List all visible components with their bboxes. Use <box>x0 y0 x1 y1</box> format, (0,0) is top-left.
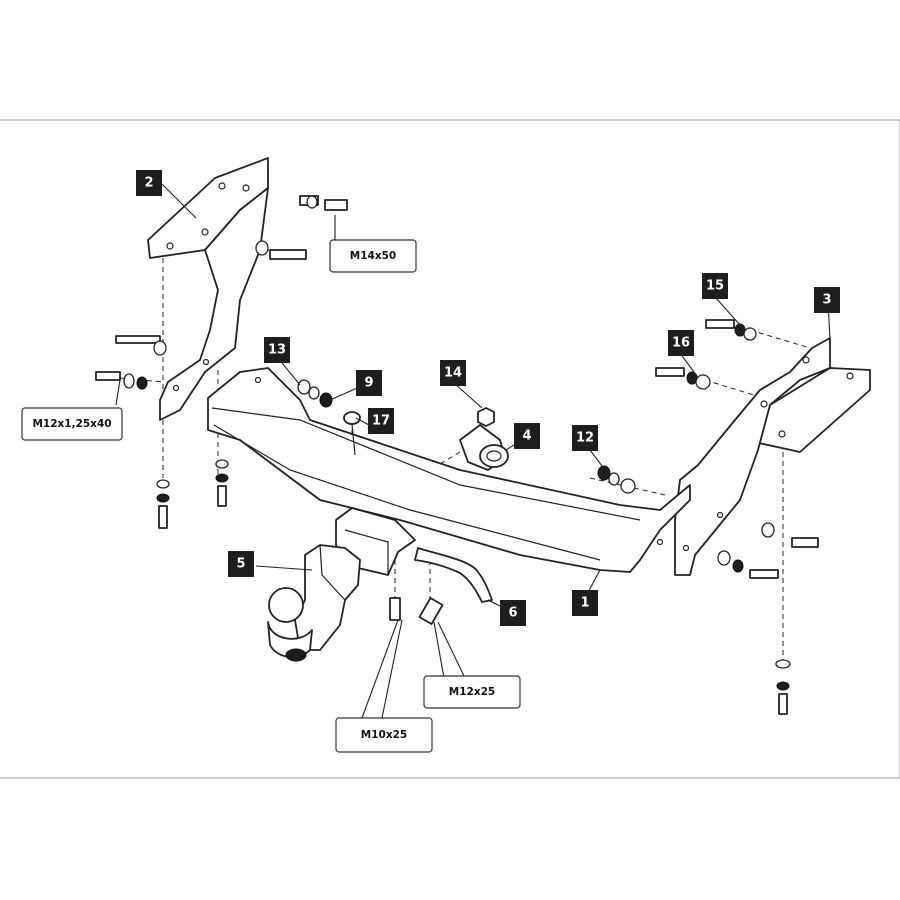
badge-part-9: 9 <box>356 370 382 396</box>
bolt-vertical-left-2 <box>215 459 229 507</box>
spec-m10x25: M10x25 <box>335 717 433 753</box>
svg-text:5: 5 <box>236 557 245 572</box>
badge-part-14: 14 <box>440 360 466 386</box>
bolt-m14-upper <box>299 195 348 211</box>
bolt-12 <box>597 465 636 494</box>
bolt-9 <box>297 379 333 408</box>
hitch-pin <box>414 547 493 603</box>
badge-part-5: 5 <box>228 551 254 577</box>
badge-part-3: 3 <box>814 287 840 313</box>
svg-text:15: 15 <box>706 279 724 294</box>
bolt-right-upper <box>761 522 819 548</box>
bolt-vertical-right <box>775 659 791 715</box>
svg-text:2: 2 <box>144 176 153 191</box>
bolt-right-lower <box>717 550 779 579</box>
badge-part-17: 17 <box>368 408 394 434</box>
svg-text:3: 3 <box>822 293 831 308</box>
bolt-m14-lower <box>255 240 307 260</box>
bolt-left-side <box>115 335 167 356</box>
svg-text:M12x25: M12x25 <box>449 686 495 698</box>
svg-text:9: 9 <box>364 376 373 391</box>
bolt-m12-fine <box>95 371 148 390</box>
main-cross-beam <box>207 367 691 573</box>
collar-ring <box>459 424 509 471</box>
bolt-15 <box>705 319 757 341</box>
svg-text:M10x25: M10x25 <box>361 729 407 741</box>
bolt-16 <box>655 367 711 390</box>
svg-text:13: 13 <box>268 343 286 358</box>
ball-mount <box>267 544 361 662</box>
svg-text:17: 17 <box>372 414 390 429</box>
bolts <box>95 195 819 715</box>
right-mounting-bracket <box>674 337 871 576</box>
bolt-m10 <box>389 597 401 621</box>
svg-text:M14x50: M14x50 <box>350 250 396 262</box>
svg-text:M12x1,25x40: M12x1,25x40 <box>32 418 111 430</box>
badge-part-4: 4 <box>514 423 540 449</box>
lock-clip <box>343 411 361 456</box>
badge-part-6: 6 <box>500 600 526 626</box>
badge-part-15: 15 <box>702 273 728 299</box>
spec-m14x50: M14x50 <box>329 239 417 273</box>
svg-text:1: 1 <box>580 596 589 611</box>
spec-m12x1-25x40: M12x1,25x40 <box>21 407 123 441</box>
svg-text:12: 12 <box>576 431 594 446</box>
badge-part-12: 12 <box>572 425 598 451</box>
left-mounting-bracket <box>147 157 269 421</box>
nut-14 <box>477 407 495 427</box>
svg-text:6: 6 <box>508 606 517 621</box>
bolt-m12 <box>418 597 444 625</box>
badge-part-16: 16 <box>668 330 694 356</box>
badge-part-2: 2 <box>136 170 162 196</box>
bolt-vertical-left-1 <box>156 479 170 529</box>
spec-m12x25: M12x25 <box>423 675 521 709</box>
svg-text:16: 16 <box>672 336 690 351</box>
badge-part-13: 13 <box>264 337 290 363</box>
svg-text:4: 4 <box>522 429 531 444</box>
badge-part-1: 1 <box>572 590 598 616</box>
svg-text:14: 14 <box>444 366 462 381</box>
